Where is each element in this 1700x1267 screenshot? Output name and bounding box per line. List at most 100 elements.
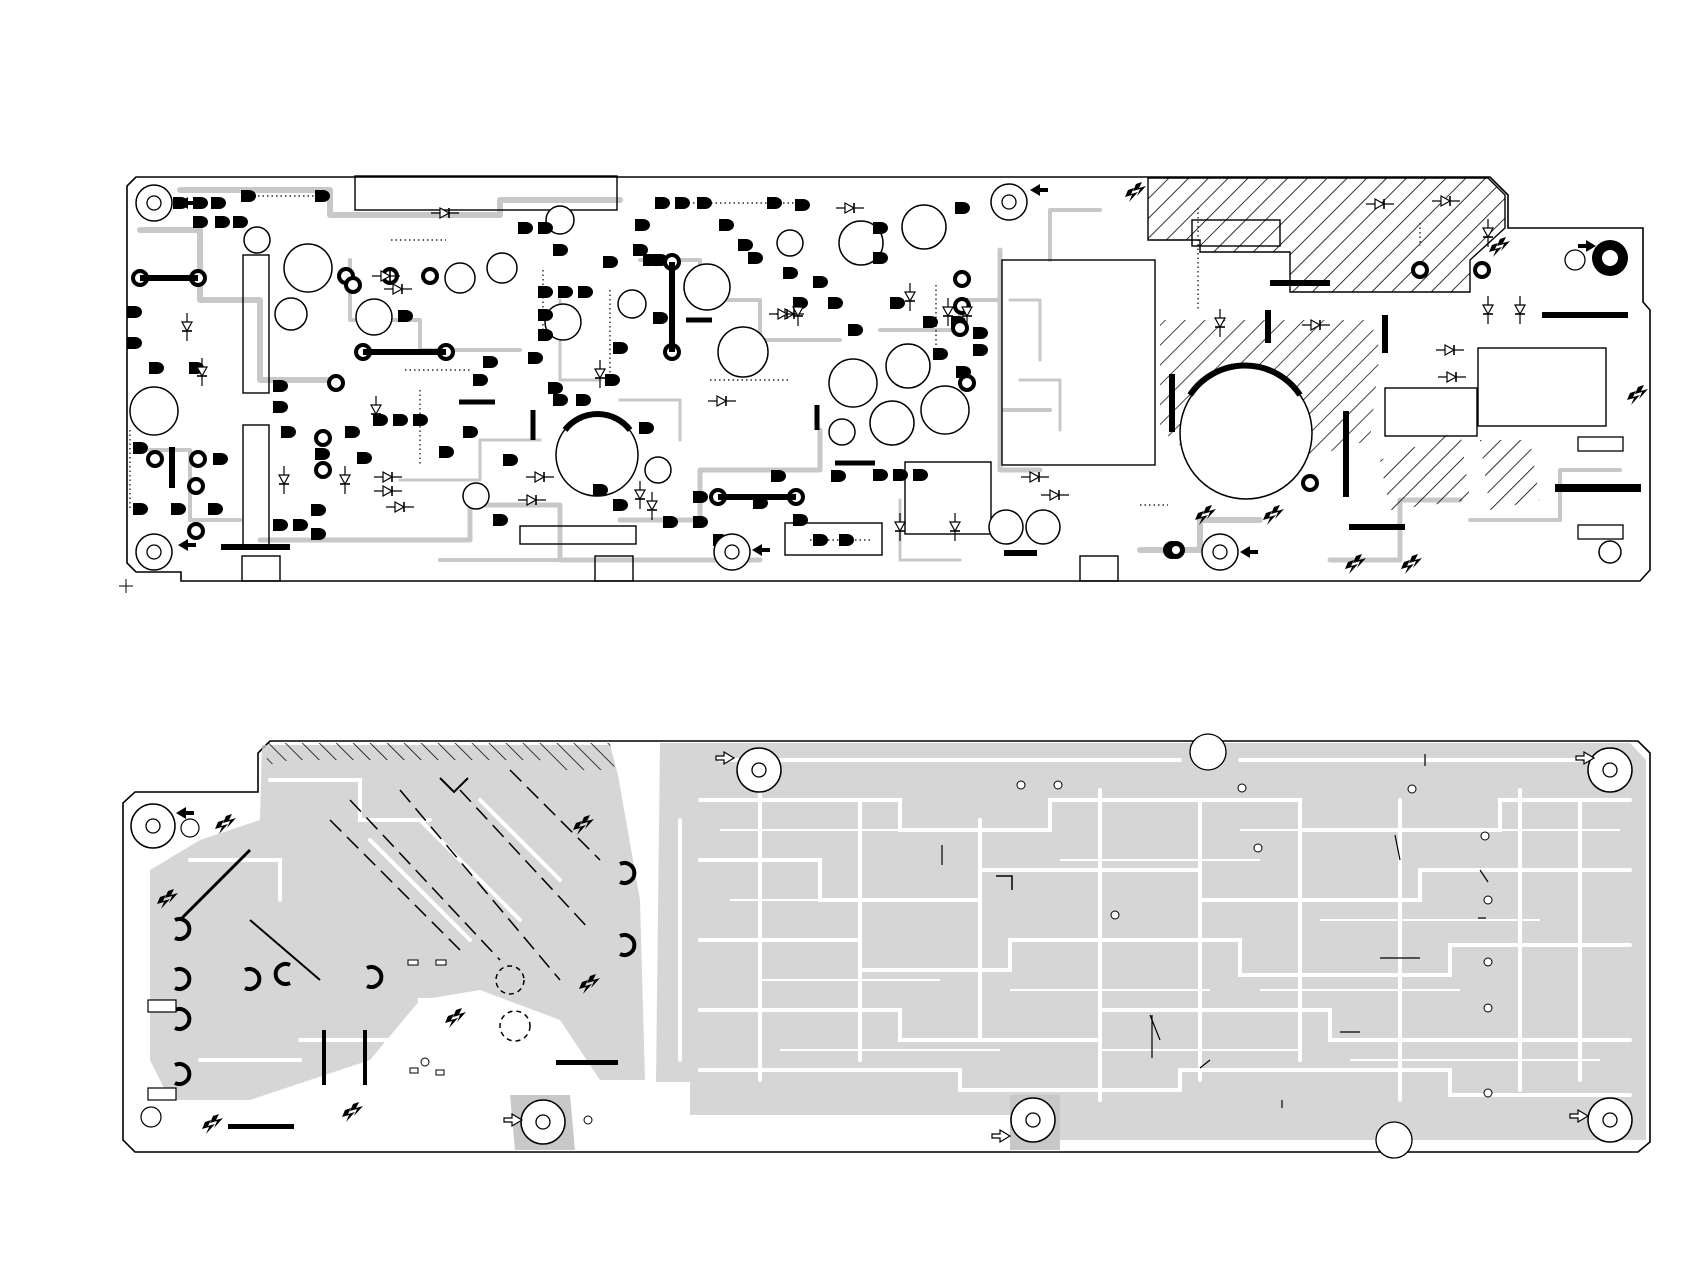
capacitor-icon [684, 264, 730, 310]
via-ring-icon [148, 452, 162, 466]
pad-icon [613, 342, 628, 354]
mounting-hole-icon [1376, 1122, 1412, 1158]
pad-icon [813, 276, 828, 288]
pad-icon [655, 197, 670, 209]
bar-right [1555, 484, 1641, 492]
pad-icon [357, 452, 372, 464]
via-hole-icon [1238, 784, 1246, 792]
pad-icon [538, 286, 553, 298]
via-hole-icon [1484, 896, 1492, 904]
via-ring-icon [1303, 476, 1317, 490]
pad-icon [558, 286, 573, 298]
pad-icon [738, 239, 753, 251]
pad-icon [233, 216, 248, 228]
mounting-hole-icon [131, 804, 175, 848]
via-hole-icon [1484, 1004, 1492, 1012]
mounting-hole-icon [1167, 541, 1185, 559]
via-hole-icon [1054, 781, 1062, 789]
mounting-hole-icon [714, 534, 750, 570]
capacitor-icon [829, 419, 855, 445]
via-ring-icon [191, 452, 205, 466]
pad-icon [273, 380, 288, 392]
pad-icon [663, 516, 678, 528]
pad-icon [639, 422, 654, 434]
pad-icon [149, 362, 164, 374]
via-ring-icon [960, 376, 974, 390]
mounting-hole-icon [1588, 1098, 1632, 1142]
pad-icon [593, 484, 608, 496]
via-hole-icon [1484, 958, 1492, 966]
pad-icon [890, 297, 905, 309]
pad-icon [127, 306, 142, 318]
pad-icon [311, 504, 326, 516]
mounting-hole-icon [1190, 734, 1226, 770]
capacitor-icon [618, 290, 646, 318]
via-hole-icon [1408, 785, 1416, 793]
mounting-hole-icon [141, 1107, 161, 1127]
via-ring-icon [953, 321, 967, 335]
pad-icon [697, 197, 712, 209]
pad-icon [208, 503, 223, 515]
pad-icon [553, 244, 568, 256]
pad-icon [675, 197, 690, 209]
pad-icon [893, 469, 908, 481]
pad-icon [873, 469, 888, 481]
capacitor-icon [275, 298, 307, 330]
via-ring-icon [316, 431, 330, 445]
pad-icon [828, 297, 843, 309]
pad-icon [613, 499, 628, 511]
pad-icon [133, 503, 148, 515]
pad-icon [171, 503, 186, 515]
mounting-hole-icon [1599, 541, 1621, 563]
pad-icon [955, 202, 970, 214]
pad-icon [463, 426, 478, 438]
pad-icon [795, 199, 810, 211]
pad-icon [578, 286, 593, 298]
pad-icon [873, 252, 888, 264]
pad-icon [538, 329, 553, 341]
via-ring-icon [189, 479, 203, 493]
mounting-hole-icon [737, 748, 781, 792]
capacitor-icon [356, 299, 392, 335]
mounting-hole-icon [991, 184, 1027, 220]
via-hole-icon [1254, 844, 1262, 852]
pad-icon [293, 519, 308, 531]
pad-icon [398, 310, 413, 322]
pad-icon [793, 514, 808, 526]
pad-icon [693, 516, 708, 528]
pad-icon [848, 324, 863, 336]
mounting-hole-icon [1592, 240, 1628, 276]
via-ring-icon [189, 524, 203, 538]
via-ring-icon [329, 376, 343, 390]
pad-icon [413, 414, 428, 426]
pad-icon [603, 256, 618, 268]
pad-icon [933, 348, 948, 360]
via-ring-icon [1475, 263, 1489, 277]
pad-icon [653, 312, 668, 324]
capacitor-icon [284, 244, 332, 292]
capacitor-icon [487, 253, 517, 283]
pad-icon [605, 374, 620, 386]
via-ring-icon [1413, 263, 1427, 277]
mounting-hole-icon [1011, 1098, 1055, 1142]
mounting-hole-icon [136, 185, 172, 221]
pad-icon [719, 219, 734, 231]
pad-icon [528, 352, 543, 364]
pad-icon [771, 470, 786, 482]
pad-icon [635, 219, 650, 231]
pad-icon [913, 469, 928, 481]
capacitor-icon [921, 386, 969, 434]
pad-icon [241, 190, 256, 202]
via-hole-icon [1481, 832, 1489, 840]
component-side-board [119, 176, 1650, 593]
via-hole-icon [1017, 781, 1025, 789]
pad-icon [693, 491, 708, 503]
via-ring-icon [316, 463, 330, 477]
via-ring-icon [955, 272, 969, 286]
pad-icon [493, 514, 508, 526]
pad-icon [473, 374, 488, 386]
via-hole-icon [421, 1058, 429, 1066]
pad-icon [538, 222, 553, 234]
pad-icon [518, 222, 533, 234]
